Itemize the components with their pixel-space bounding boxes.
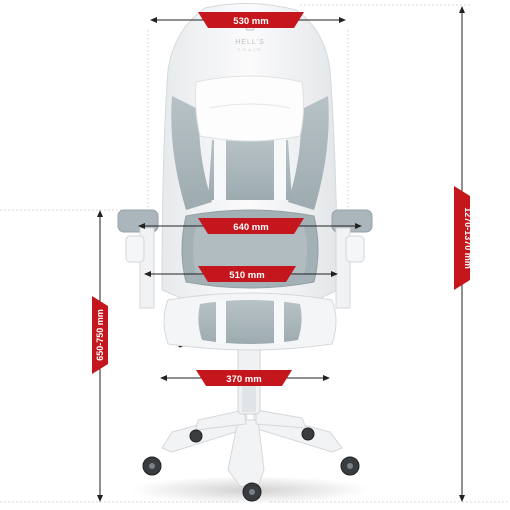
caster-back-right	[301, 427, 315, 441]
badge-shape	[196, 370, 292, 386]
label-total-height: 1270-1370 mm	[463, 207, 473, 269]
head-pillow	[195, 75, 305, 142]
label-seat-back-width: 510 mm	[229, 270, 264, 281]
badge-seat-back-width: 510 mm	[198, 266, 296, 282]
badge-top-width: 530 mm	[198, 12, 304, 28]
badge-seat-height: 650-750 mm	[92, 296, 108, 374]
badge-total-height: 1270-1370 mm	[454, 186, 473, 290]
badge-backrest-width: 640 mm	[198, 218, 304, 234]
backrest-center-panel	[208, 140, 292, 200]
seat-center-panel	[198, 300, 302, 344]
chair-base	[161, 409, 343, 487]
badge-shape	[454, 186, 470, 290]
logo-subtext: CHAIR	[238, 47, 263, 52]
badge-shape	[198, 266, 296, 282]
badge-seat-width: 370 mm	[196, 370, 292, 386]
badge-shape	[198, 218, 304, 234]
gas-lift-cover	[242, 380, 256, 412]
lumbar-pillow-inner	[193, 222, 307, 278]
backrest-wing-left	[171, 96, 212, 210]
armrest-left	[117, 209, 159, 309]
label-seat-height: 650-750 mm	[95, 309, 105, 361]
backrest-wing-right	[288, 96, 329, 210]
badge-shape	[198, 12, 304, 28]
label-seat-width: 370 mm	[226, 374, 261, 385]
caster-back-left	[189, 429, 203, 443]
armrest-right	[331, 209, 373, 309]
label-backrest-width: 640 mm	[233, 222, 268, 233]
logo-text: HELL'S	[235, 39, 265, 46]
label-top-width: 530 mm	[233, 16, 268, 27]
gaming-chair: HELL'S CHAIR	[117, 3, 373, 504]
badge-shape	[92, 296, 108, 374]
